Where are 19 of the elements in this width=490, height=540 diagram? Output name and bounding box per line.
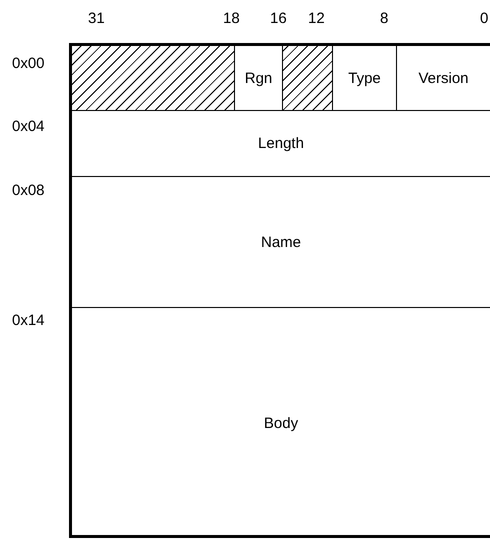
field-name: Version xyxy=(418,70,469,86)
field-name: Length xyxy=(258,135,304,152)
reserved-field xyxy=(283,46,333,111)
bit-number: 12 xyxy=(308,10,325,27)
field-name: Type xyxy=(348,70,381,86)
bit-number: 8 xyxy=(380,10,388,27)
offset-label: 0x00 xyxy=(12,55,45,72)
field-cell xyxy=(333,46,397,111)
offset-label: 0x08 xyxy=(12,182,45,199)
bit-number: 18 xyxy=(223,10,240,27)
bit-number: 31 xyxy=(88,10,105,27)
bit-number: 16 xyxy=(270,10,287,27)
reserved-field xyxy=(72,46,235,111)
field-name: Body xyxy=(264,414,298,432)
bit-number: 0 xyxy=(480,10,488,27)
offset-label: 0x04 xyxy=(12,118,45,135)
field-name: Rgn xyxy=(244,70,272,86)
field-name: Name xyxy=(260,234,301,250)
offset-label: 0x14 xyxy=(12,312,45,329)
